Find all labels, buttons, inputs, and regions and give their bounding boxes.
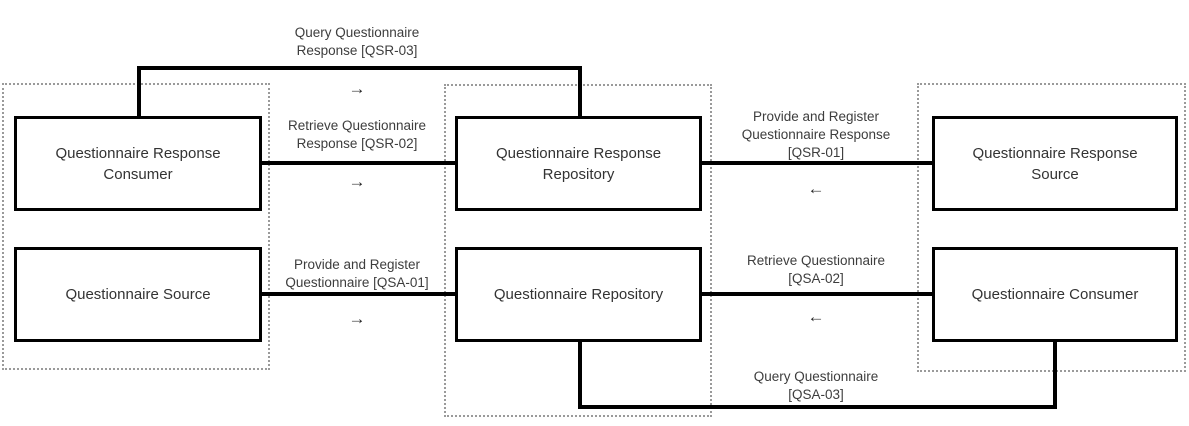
actor-questionnaire-consumer: Questionnaire Consumer (932, 247, 1178, 342)
transaction-label-qsa-03: Query Questionnaire [QSA-03] ← (706, 350, 926, 426)
actor-questionnaire-response-consumer: Questionnaire Response Consumer (14, 116, 262, 211)
transaction-label-qsa-03-text: Query Questionnaire [QSA-03] (753, 369, 879, 402)
connector-qsa01 (260, 292, 457, 296)
transaction-label-qsr-02-text: Retrieve Questionnaire Response [QSR-02] (287, 118, 427, 151)
actor-group-right-dotted-border (917, 83, 1186, 372)
arrow-right-icon: → (348, 172, 366, 191)
arrow-right-icon: → (348, 309, 366, 328)
actor-questionnaire-response-source: Questionnaire Response Source (932, 116, 1178, 211)
arrow-left-icon: ← (807, 179, 825, 198)
actor-questionnaire-response-repository: Questionnaire Response Repository (455, 116, 702, 211)
transaction-label-qsa-01-text: Provide and Register Questionnaire [QSA-… (285, 257, 429, 290)
transaction-label-qsr-02: Retrieve Questionnaire Response [QSR-02]… (257, 99, 457, 207)
connector-qsr03-vertical-right (578, 66, 582, 118)
connector-qsr01 (700, 161, 934, 165)
actor-questionnaire-source: Questionnaire Source (14, 247, 262, 342)
arrow-left-icon: ← (807, 307, 825, 326)
connector-qsr03-horizontal-top (137, 66, 582, 70)
arrow-right-icon: → (348, 79, 366, 98)
connector-qsr02 (260, 161, 457, 165)
transaction-label-qsr-01: Provide and Register Questionnaire Respo… (706, 90, 926, 214)
transaction-label-qsr-03-text: Query Questionnaire Response [QSR-03] (294, 25, 420, 58)
connector-qsr03-vertical-left (137, 66, 141, 118)
actor-group-left-dotted-border (2, 83, 270, 370)
connector-qsa03-horizontal-bottom (578, 405, 1057, 409)
actor-questionnaire-repository: Questionnaire Repository (455, 247, 702, 342)
transaction-label-qsr-03: Query Questionnaire Response [QSR-03] → (247, 6, 467, 114)
transaction-label-qsa-01: Provide and Register Questionnaire [QSA-… (252, 238, 462, 343)
connector-qsa03-vertical-left (578, 340, 582, 409)
connector-qsa03-vertical-right (1053, 340, 1057, 409)
transaction-label-qsr-01-text: Provide and Register Questionnaire Respo… (741, 109, 891, 160)
transaction-label-qsa-02: Retrieve Questionnaire [QSA-02] ← (706, 234, 926, 342)
transaction-label-qsa-02-text: Retrieve Questionnaire [QSA-02] (746, 253, 886, 286)
connector-qsa02 (700, 292, 934, 296)
